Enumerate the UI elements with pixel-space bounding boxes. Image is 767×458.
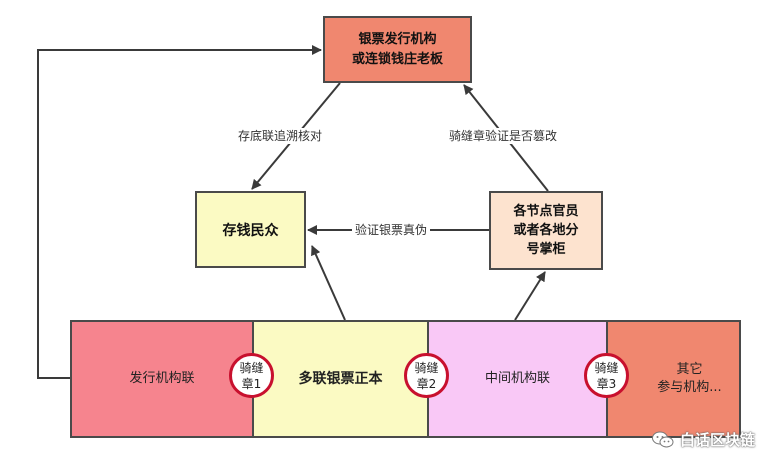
main-ticket-label: 多联银票正本: [298, 371, 383, 387]
watermark-label: 白话区块链: [679, 431, 755, 449]
stamp-3-line1: 骑缝: [594, 360, 619, 375]
middle-stub-label: 中间机构联: [484, 371, 550, 386]
issuer-line1: 银票发行机构: [358, 31, 437, 47]
seam-stamp-2: 骑缝 章2: [404, 353, 449, 398]
stamp-1-line1: 骑缝: [239, 360, 264, 375]
official-line3: 号掌柜: [526, 242, 566, 257]
official-to-saver-label: 验证银票真伪: [352, 222, 431, 238]
stamp-2-line2: 章2: [416, 376, 437, 391]
issuer-to-saver-label: 存底联追溯核对: [238, 128, 323, 144]
other-stub-line2: 参与机构...: [657, 380, 722, 395]
stub-to-official-arrow: [514, 271, 546, 321]
issuer-node: 银票发行机构 或连锁钱庄老板: [323, 16, 472, 83]
saver-node: 存钱民众: [195, 191, 306, 268]
seam-stamp-1: 骑缝 章1: [229, 353, 274, 398]
stamp-2-line1: 骑缝: [414, 360, 439, 375]
ticket-to-saver-arrow: [311, 245, 346, 321]
seam-stamp-3: 骑缝 章3: [584, 353, 629, 398]
official-node: 各节点官员 或者各地分 号掌柜: [489, 191, 603, 270]
saver-label: 存钱民众: [222, 222, 279, 239]
official-line2: 或者各地分: [513, 223, 579, 238]
middle-stub-segment: 中间机构联: [427, 320, 608, 438]
issuer-stub-segment: 发行机构联: [70, 320, 254, 438]
wechat-icon: [651, 431, 674, 447]
official-to-issuer-label: 骑缝章验证是否篡改: [449, 128, 558, 144]
issuer-stub-label: 发行机构联: [129, 371, 195, 386]
feedback-arrow: [37, 45, 322, 379]
issuer-line2: 或连锁钱庄老板: [351, 51, 443, 67]
watermark: 白话区块链: [651, 429, 755, 450]
stamp-3-line2: 章3: [596, 376, 617, 391]
main-ticket-segment: 多联银票正本: [252, 320, 429, 438]
other-stub-line1: 其它: [676, 362, 703, 377]
official-line1: 各节点官员: [513, 204, 579, 219]
stamp-1-line2: 章1: [241, 376, 262, 391]
